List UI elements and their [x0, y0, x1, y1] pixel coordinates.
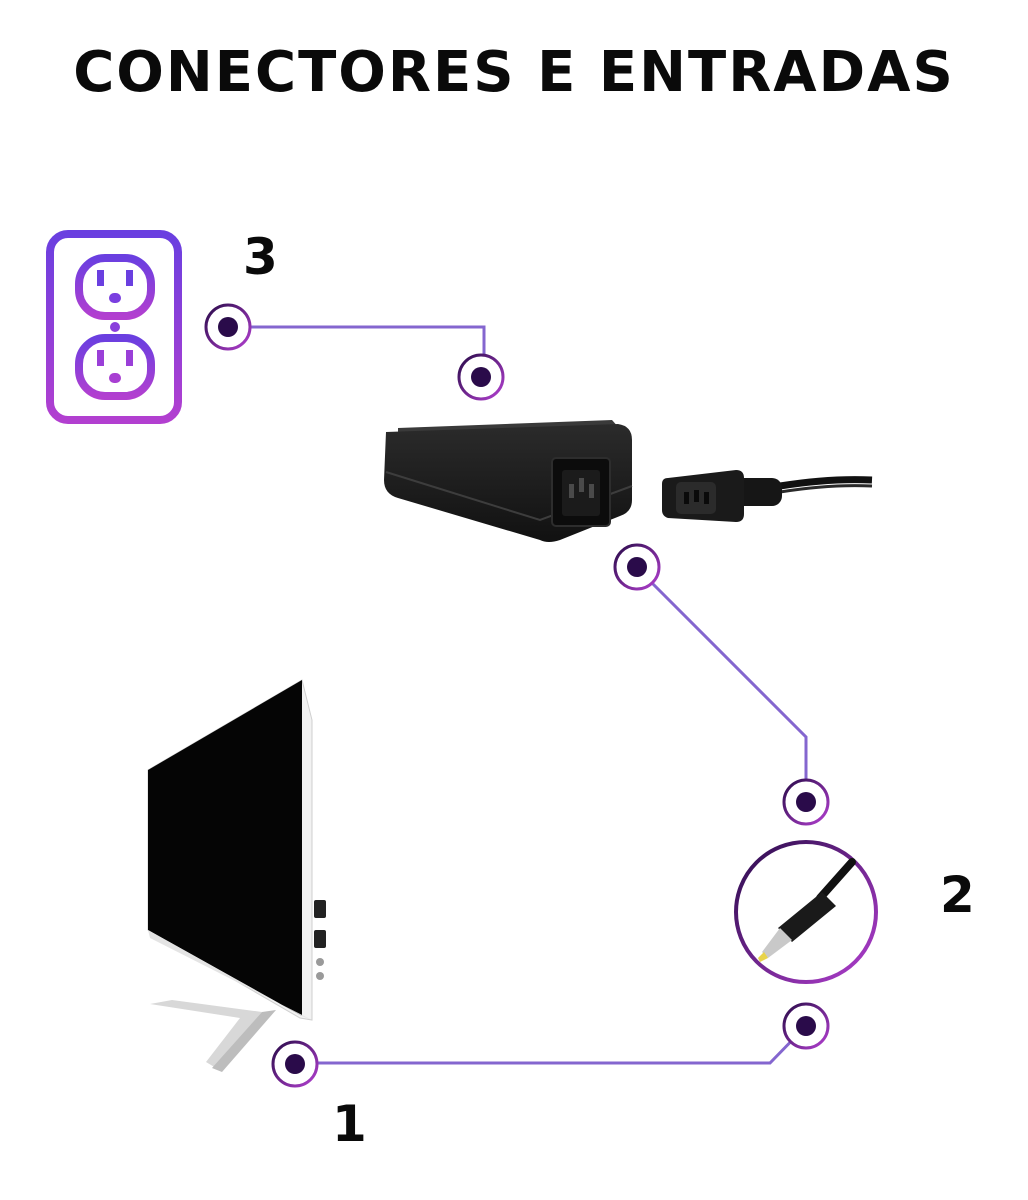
- line-jack-to-computer: [296, 1024, 808, 1065]
- step-number-3: 3: [243, 228, 278, 286]
- connector-dot: [613, 543, 661, 591]
- connector-dot: [782, 1002, 830, 1050]
- line-outlet-to-adapter: [228, 325, 486, 376]
- power-outlet-icon: [46, 230, 182, 424]
- connector-dot: [457, 353, 505, 401]
- step-number-1: 1: [332, 1095, 367, 1153]
- all-in-one-computer: [147, 679, 326, 1072]
- dc-jack-connector: [734, 840, 878, 984]
- power-cord-plug: [662, 470, 873, 522]
- page-title: CONECTORES E ENTRADAS: [73, 40, 955, 105]
- step-number-2: 2: [940, 866, 975, 924]
- connector-dot: [204, 303, 252, 351]
- power-adapter: [384, 420, 633, 542]
- connector-dot: [782, 778, 830, 826]
- connector-dot: [271, 1040, 319, 1088]
- line-adapter-to-jack: [650, 581, 808, 800]
- connector-dots: [204, 303, 830, 1088]
